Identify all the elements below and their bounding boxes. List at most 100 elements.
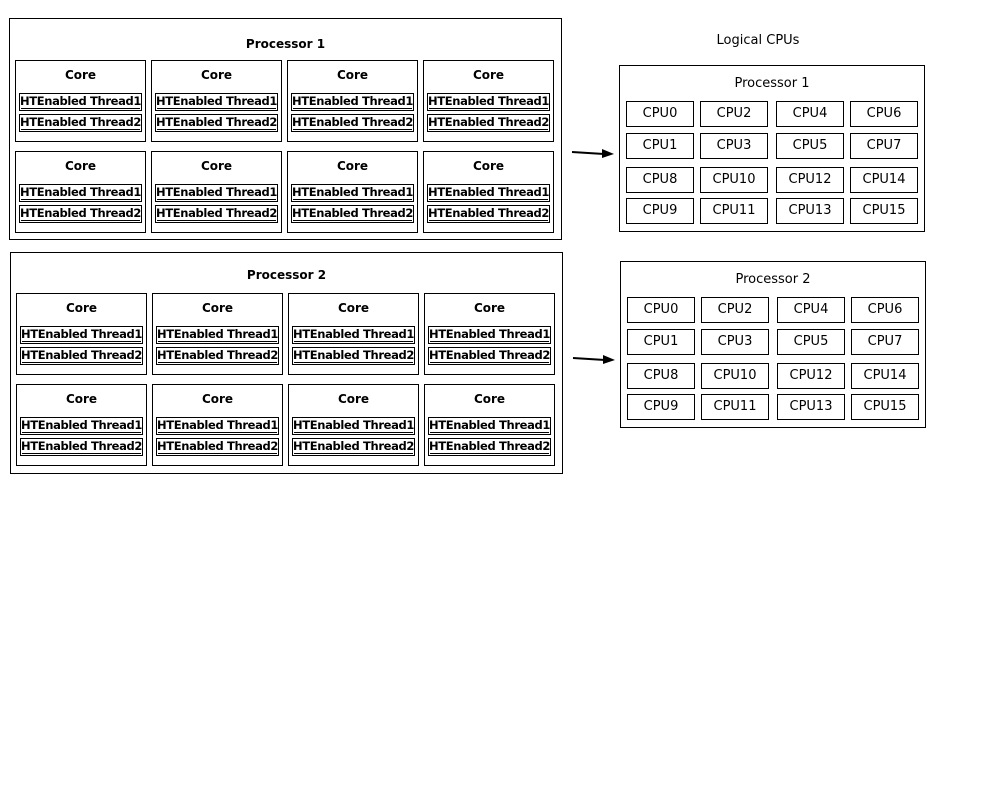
thread-1-box: HTEnabled Thread1: [292, 326, 415, 344]
thread-2-box: HTEnabled Thread2: [427, 205, 550, 223]
cpu-box: CPU5: [776, 133, 844, 159]
logical-processor-1: Processor 1 CPU0 CPU2 CPU4 CPU6 CPU1 CPU…: [619, 65, 925, 232]
cpu-box: CPU5: [777, 329, 845, 355]
cpu-box: CPU0: [627, 297, 695, 323]
thread-1-box: HTEnabled Thread1: [156, 417, 279, 435]
cpu-box: CPU6: [850, 101, 918, 127]
cpu-box: CPU11: [701, 394, 769, 420]
thread-2-box: HTEnabled Thread2: [20, 438, 143, 456]
thread-2-box: HTEnabled Thread2: [156, 438, 279, 456]
cpu-box: CPU14: [851, 363, 919, 389]
cpu-box: CPU8: [626, 167, 694, 193]
logical-cpus-heading: Logical CPUs: [716, 33, 800, 48]
core-label: Core: [473, 301, 506, 315]
core-box: Core HTEnabled Thread1 HTEnabled Thread2: [424, 293, 555, 375]
arrow-right-icon: [572, 355, 615, 364]
thread-2-box: HTEnabled Thread2: [291, 114, 414, 132]
cpu-box: CPU2: [701, 297, 769, 323]
core-box: Core HTEnabled Thread1 HTEnabled Thread2: [423, 60, 554, 142]
core-box: Core HTEnabled Thread1 HTEnabled Thread2: [287, 60, 418, 142]
cpu-box: CPU12: [776, 167, 844, 193]
thread-1-box: HTEnabled Thread1: [19, 184, 142, 202]
core-label: Core: [336, 159, 369, 173]
thread-1-box: HTEnabled Thread1: [291, 184, 414, 202]
thread-2-box: HTEnabled Thread2: [292, 438, 415, 456]
thread-1-box: HTEnabled Thread1: [292, 417, 415, 435]
core-label: Core: [473, 392, 506, 406]
thread-2-box: HTEnabled Thread2: [20, 347, 143, 365]
core-label: Core: [201, 392, 234, 406]
cpu-box: CPU14: [850, 167, 918, 193]
core-box: Core HTEnabled Thread1 HTEnabled Thread2: [288, 384, 419, 466]
cpu-box: CPU3: [701, 329, 769, 355]
processor-title: Processor 1: [245, 37, 326, 51]
core-label: Core: [65, 301, 98, 315]
cpu-box: CPU15: [850, 198, 918, 224]
core-label: Core: [337, 392, 370, 406]
cpu-box: CPU10: [700, 167, 768, 193]
thread-1-box: HTEnabled Thread1: [427, 93, 550, 111]
thread-1-box: HTEnabled Thread1: [428, 417, 551, 435]
arrow-right-icon: [571, 149, 614, 158]
cpu-box: CPU13: [777, 394, 845, 420]
thread-2-box: HTEnabled Thread2: [292, 347, 415, 365]
cpu-box: CPU4: [777, 297, 845, 323]
core-box: Core HTEnabled Thread1 HTEnabled Thread2: [15, 151, 146, 233]
thread-2-box: HTEnabled Thread2: [155, 205, 278, 223]
cpu-box: CPU13: [776, 198, 844, 224]
cpu-box: CPU1: [627, 329, 695, 355]
core-label: Core: [336, 68, 369, 82]
thread-2-box: HTEnabled Thread2: [427, 114, 550, 132]
processor-title: Processor 2: [246, 268, 327, 282]
core-box: Core HTEnabled Thread1 HTEnabled Thread2: [423, 151, 554, 233]
cpu-box: CPU9: [627, 394, 695, 420]
thread-1-box: HTEnabled Thread1: [155, 93, 278, 111]
core-box: Core HTEnabled Thread1 HTEnabled Thread2: [151, 151, 282, 233]
cpu-box: CPU15: [851, 394, 919, 420]
cpu-box: CPU0: [626, 101, 694, 127]
core-label: Core: [472, 159, 505, 173]
core-box: Core HTEnabled Thread1 HTEnabled Thread2: [424, 384, 555, 466]
cpu-box: CPU6: [851, 297, 919, 323]
physical-processor-1: Processor 1 Core HTEnabled Thread1 HTEna…: [9, 18, 562, 240]
thread-1-box: HTEnabled Thread1: [20, 417, 143, 435]
core-box: Core HTEnabled Thread1 HTEnabled Thread2: [152, 384, 283, 466]
cpu-box: CPU3: [700, 133, 768, 159]
core-label: Core: [337, 301, 370, 315]
cpu-box: CPU7: [851, 329, 919, 355]
core-box: Core HTEnabled Thread1 HTEnabled Thread2: [16, 293, 147, 375]
cpu-box: CPU2: [700, 101, 768, 127]
thread-2-box: HTEnabled Thread2: [19, 205, 142, 223]
core-box: Core HTEnabled Thread1 HTEnabled Thread2: [288, 293, 419, 375]
core-label: Core: [64, 159, 97, 173]
thread-1-box: HTEnabled Thread1: [428, 326, 551, 344]
cpu-box: CPU1: [626, 133, 694, 159]
cpu-box: CPU7: [850, 133, 918, 159]
core-label: Core: [65, 392, 98, 406]
thread-1-box: HTEnabled Thread1: [156, 326, 279, 344]
physical-processor-2: Processor 2 Core HTEnabled Thread1 HTEna…: [10, 252, 563, 474]
core-label: Core: [64, 68, 97, 82]
thread-2-box: HTEnabled Thread2: [291, 205, 414, 223]
thread-2-box: HTEnabled Thread2: [428, 438, 551, 456]
thread-2-box: HTEnabled Thread2: [156, 347, 279, 365]
thread-1-box: HTEnabled Thread1: [19, 93, 142, 111]
cpu-box: CPU11: [700, 198, 768, 224]
core-label: Core: [201, 301, 234, 315]
core-box: Core HTEnabled Thread1 HTEnabled Thread2: [151, 60, 282, 142]
core-box: Core HTEnabled Thread1 HTEnabled Thread2: [16, 384, 147, 466]
thread-1-box: HTEnabled Thread1: [20, 326, 143, 344]
cpu-box: CPU4: [776, 101, 844, 127]
logical-processor-2: Processor 2 CPU0 CPU2 CPU4 CPU6 CPU1 CPU…: [620, 261, 926, 428]
thread-1-box: HTEnabled Thread1: [155, 184, 278, 202]
cpu-box: CPU8: [627, 363, 695, 389]
thread-1-box: HTEnabled Thread1: [427, 184, 550, 202]
core-label: Core: [472, 68, 505, 82]
cpu-box: CPU12: [777, 363, 845, 389]
core-label: Core: [200, 159, 233, 173]
core-label: Core: [200, 68, 233, 82]
core-box: Core HTEnabled Thread1 HTEnabled Thread2: [15, 60, 146, 142]
cpu-box: CPU10: [701, 363, 769, 389]
cpu-box: CPU9: [626, 198, 694, 224]
core-box: Core HTEnabled Thread1 HTEnabled Thread2: [287, 151, 418, 233]
